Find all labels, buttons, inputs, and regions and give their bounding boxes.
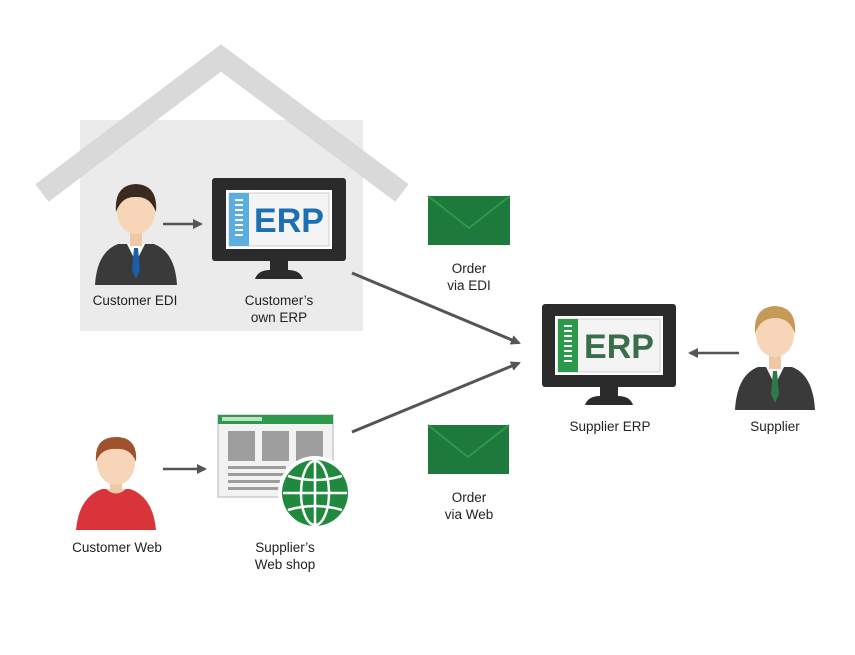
customer-erp-label-line1: Customer’s	[244, 293, 314, 308]
supplier-label: Supplier	[705, 418, 845, 435]
customer-web-person-icon	[76, 437, 156, 530]
customer-web-label-text: Customer Web	[72, 540, 162, 555]
customer-edi-text: Customer EDI	[92, 293, 178, 308]
arrow-webshop-to-supplier-erp	[351, 361, 521, 434]
arrow-erp-to-supplier-erp	[351, 271, 521, 345]
order-web-label-line1: Order	[451, 490, 487, 505]
customer-edi-person-icon	[95, 184, 177, 285]
supplier-label-text: Supplier	[750, 419, 800, 434]
supplier-erp-monitor-icon: ERP	[542, 304, 676, 405]
order-web-label-line2: via Web	[444, 507, 494, 522]
customer-edi-label: Customer EDI	[65, 292, 205, 309]
webshop-label: Supplier’s Web shop	[215, 539, 355, 573]
webshop-label-line2: Web shop	[254, 557, 316, 572]
globe-icon	[278, 456, 352, 530]
supplier-erp-label-text: Supplier ERP	[569, 419, 651, 434]
webshop-label-line1: Supplier’s	[255, 540, 315, 555]
supplier-erp-label: Supplier ERP	[540, 418, 680, 435]
supplier-erp-text: ERP	[584, 328, 654, 366]
order-web-label: Order via Web	[399, 489, 539, 523]
order-edi-label: Order via EDI	[399, 260, 539, 294]
customer-web-label: Customer Web	[47, 539, 187, 556]
order-edi-label-line2: via EDI	[447, 278, 491, 293]
customer-erp-label: Customer’s own ERP	[209, 292, 349, 326]
envelope-web-icon	[427, 424, 510, 474]
order-edi-label-line1: Order	[451, 261, 487, 276]
customer-erp-label-line2: own ERP	[250, 310, 308, 325]
customer-erp-text: ERP	[254, 202, 324, 240]
customer-erp-monitor-icon: ERP	[212, 178, 346, 279]
envelope-edi-icon	[427, 195, 511, 245]
supplier-person-icon	[735, 306, 815, 410]
